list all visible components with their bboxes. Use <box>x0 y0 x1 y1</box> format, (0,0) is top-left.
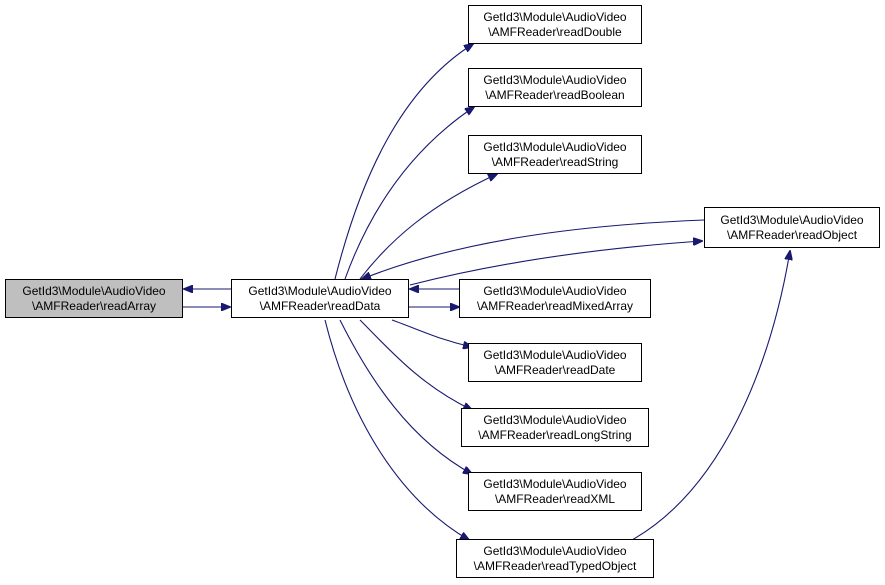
edge-readdata-to-readdouble <box>334 44 473 280</box>
node-readxml-namespace: GetId3\Module\AudioVideo <box>483 476 627 491</box>
node-readdate[interactable]: GetId3\Module\AudioVideo \AMFReader\read… <box>468 343 642 382</box>
node-readtypedobject-method: \AMFReader\readTypedObject <box>473 558 637 573</box>
edge-readdata-to-readxml <box>339 319 472 474</box>
node-readobject-method: \AMFReader\readObject <box>726 227 858 242</box>
node-readlongstring-namespace: GetId3\Module\AudioVideo <box>483 412 627 427</box>
node-readboolean[interactable]: GetId3\Module\AudioVideo \AMFReader\read… <box>468 68 642 107</box>
node-readdata[interactable]: GetId3\Module\AudioVideo \AMFReader\read… <box>231 279 409 318</box>
node-readxml-method: \AMFReader\readXML <box>494 491 616 506</box>
node-readdouble-method: \AMFReader\readDouble <box>488 24 622 39</box>
node-readtypedobject[interactable]: GetId3\Module\AudioVideo \AMFReader\read… <box>456 539 654 578</box>
node-readdate-method: \AMFReader\readDate <box>494 362 616 377</box>
node-readmixedarray[interactable]: GetId3\Module\AudioVideo \AMFReader\read… <box>459 279 651 318</box>
edge-readdata-to-readdate <box>391 319 472 347</box>
node-readdata-method: \AMFReader\readData <box>259 298 381 313</box>
node-readstring-method: \AMFReader\readString <box>491 154 619 169</box>
edge-readdata-to-readlongstring <box>359 319 472 410</box>
node-readstring[interactable]: GetId3\Module\AudioVideo \AMFReader\read… <box>468 135 642 174</box>
node-readdouble-namespace: GetId3\Module\AudioVideo <box>483 9 627 24</box>
node-readobject-namespace: GetId3\Module\AudioVideo <box>720 212 864 227</box>
edge-readtypedobject-to-readobject <box>631 251 790 541</box>
edge-readdata-to-readboolean <box>344 107 474 280</box>
node-readlongstring-method: \AMFReader\readLongString <box>478 427 632 442</box>
node-readxml[interactable]: GetId3\Module\AudioVideo \AMFReader\read… <box>468 472 642 511</box>
node-readarray-namespace: GetId3\Module\AudioVideo <box>22 283 166 298</box>
node-readmixedarray-method: \AMFReader\readMixedArray <box>476 298 634 313</box>
node-readmixedarray-namespace: GetId3\Module\AudioVideo <box>483 283 627 298</box>
node-readdate-namespace: GetId3\Module\AudioVideo <box>483 347 627 362</box>
node-readtypedobject-namespace: GetId3\Module\AudioVideo <box>483 543 627 558</box>
node-readboolean-namespace: GetId3\Module\AudioVideo <box>483 72 627 87</box>
node-readarray-method: \AMFReader\readArray <box>31 298 157 313</box>
node-readlongstring[interactable]: GetId3\Module\AudioVideo \AMFReader\read… <box>461 408 649 447</box>
node-readobject[interactable]: GetId3\Module\AudioVideo \AMFReader\read… <box>704 207 880 248</box>
node-readboolean-method: \AMFReader\readBoolean <box>485 87 625 102</box>
node-readdata-namespace: GetId3\Module\AudioVideo <box>248 283 392 298</box>
edge-readdata-to-readtypedobject <box>324 319 469 540</box>
edge-readdata-to-readstring <box>359 174 497 280</box>
node-readstring-namespace: GetId3\Module\AudioVideo <box>483 139 627 154</box>
node-readarray[interactable]: GetId3\Module\AudioVideo \AMFReader\read… <box>5 279 183 318</box>
edge-readobject-to-readdata <box>362 219 705 279</box>
node-readdouble[interactable]: GetId3\Module\AudioVideo \AMFReader\read… <box>468 5 642 44</box>
edge-readdata-to-readobject <box>409 241 702 286</box>
